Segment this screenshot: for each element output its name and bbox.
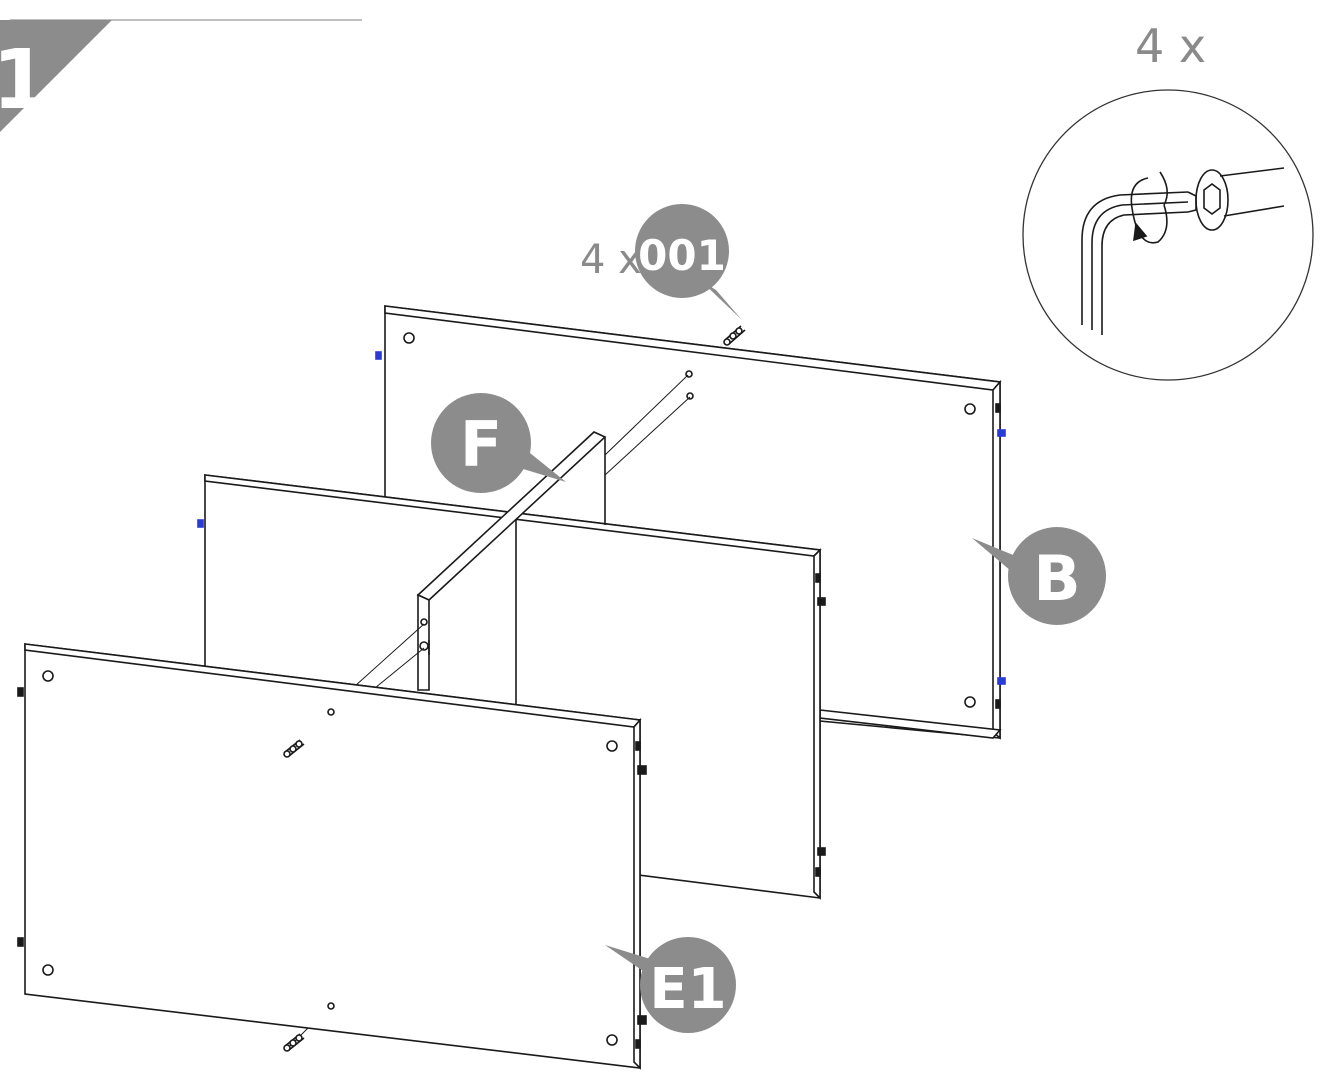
allen-key-icon — [1081, 167, 1285, 335]
label-b: B — [1033, 542, 1080, 615]
tool-circle — [1022, 89, 1314, 381]
tool-quantity: 4 x — [1135, 19, 1206, 73]
label-f: F — [460, 408, 502, 481]
callout-b: B — [972, 527, 1106, 625]
step-number: 1 — [0, 33, 49, 128]
bubble-f — [431, 393, 531, 493]
hardware-code: 001 — [638, 231, 726, 280]
hardware-quantity: 4 x — [580, 237, 642, 283]
bubble-e1 — [640, 937, 736, 1033]
hardware-bubble — [635, 204, 729, 298]
label-e1: E1 — [649, 957, 726, 1022]
step-badge-shape — [0, 20, 112, 112]
hardware-callout: 4 x 001 — [580, 204, 742, 320]
bubble-b — [1008, 527, 1106, 625]
callout-e1: E1 — [605, 937, 736, 1033]
panel-e1 — [17, 643, 647, 1070]
step-badge: 1 — [0, 19, 362, 132]
panel-f — [416, 431, 607, 691]
dowel-front-top — [283, 739, 305, 758]
tool-callout: 4 x — [1022, 19, 1314, 381]
callout-f: F — [431, 393, 566, 493]
dowel-front-bottom — [283, 1033, 305, 1052]
dowel-001 — [723, 325, 746, 346]
cam-blue — [375, 351, 382, 360]
